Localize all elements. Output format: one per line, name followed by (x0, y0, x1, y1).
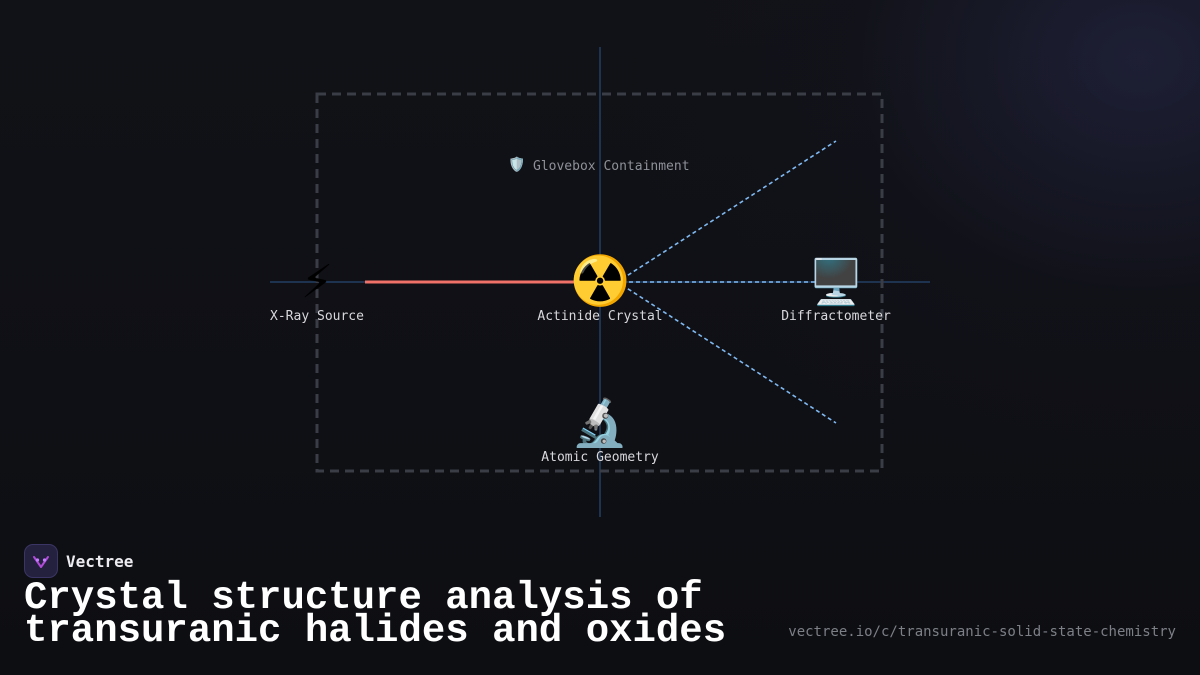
node-actinide-crystal[interactable]: ☢️ Actinide Crystal (537, 253, 662, 324)
glovebox-container (315, 92, 884, 473)
node-label-diffractometer: Diffractometer (781, 309, 891, 324)
node-atomic-geometry[interactable]: 🔬 Atomic Geometry (541, 395, 659, 466)
shield-icon: 🛡️ (508, 156, 525, 173)
xray-beam-arrowhead (581, 276, 595, 289)
lightning-icon: ⚡ (301, 255, 333, 309)
container-label: Glovebox Containment (533, 159, 690, 174)
node-xray-source[interactable]: ⚡ X-Ray Source (270, 255, 364, 325)
brand-name: Vectree (66, 551, 134, 571)
node-label-atomic-geometry: Atomic Geometry (541, 450, 659, 465)
page-url[interactable]: vectree.io/c/transuranic-solid-state-che… (788, 624, 1176, 640)
radioactive-icon: ☢️ (570, 253, 630, 309)
brand[interactable]: Vectree (24, 544, 133, 578)
desktop-computer-icon: 🖥️ (809, 257, 864, 308)
node-label-xray-source: X-Ray Source (270, 309, 364, 324)
page-title: Crystal structure analysis of transurani… (24, 576, 727, 653)
vectree-logo-icon (33, 556, 49, 568)
brand-logo (24, 544, 58, 578)
container-label-group: 🛡️ Glovebox Containment (508, 156, 689, 174)
node-label-actinide-crystal: Actinide Crystal (537, 309, 662, 324)
diffraction-ray-down (621, 284, 837, 424)
node-diffractometer[interactable]: 🖥️ Diffractometer (781, 257, 891, 324)
diffraction-ray-up (621, 140, 837, 280)
microscope-icon: 🔬 (571, 395, 628, 450)
